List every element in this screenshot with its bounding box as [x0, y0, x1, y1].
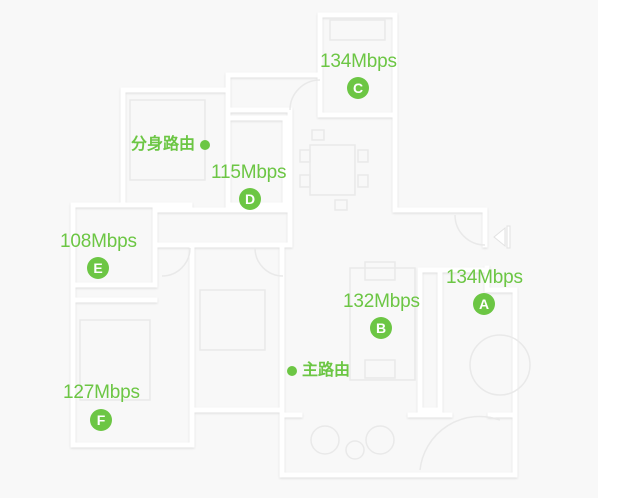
node-b-marker[interactable]: B [370, 317, 392, 339]
node-c-speed: 134Mbps [320, 51, 397, 72]
main-router[interactable]: 主路由 [287, 362, 350, 380]
satellite-router-label: 分身路由 [131, 136, 196, 153]
node-b-speed: 132Mbps [343, 291, 420, 312]
satellite-router[interactable]: 分身路由 [131, 136, 211, 154]
router-dot-icon [200, 140, 211, 150]
node-f-marker[interactable]: F [90, 409, 112, 431]
entrance-arrow-icon [493, 225, 511, 249]
node-d-marker[interactable]: D [239, 188, 261, 210]
node-a-speed: 134Mbps [446, 267, 523, 288]
node-d-speed: 115Mbps [211, 162, 287, 183]
node-e-speed: 108Mbps [60, 231, 137, 252]
node-a-marker[interactable]: A [473, 293, 495, 315]
main-router-label: 主路由 [302, 362, 351, 379]
node-e-marker[interactable]: E [87, 257, 109, 279]
node-f-speed: 127Mbps [63, 382, 140, 403]
router-dot-icon [287, 366, 297, 376]
node-c-marker[interactable]: C [347, 77, 369, 99]
